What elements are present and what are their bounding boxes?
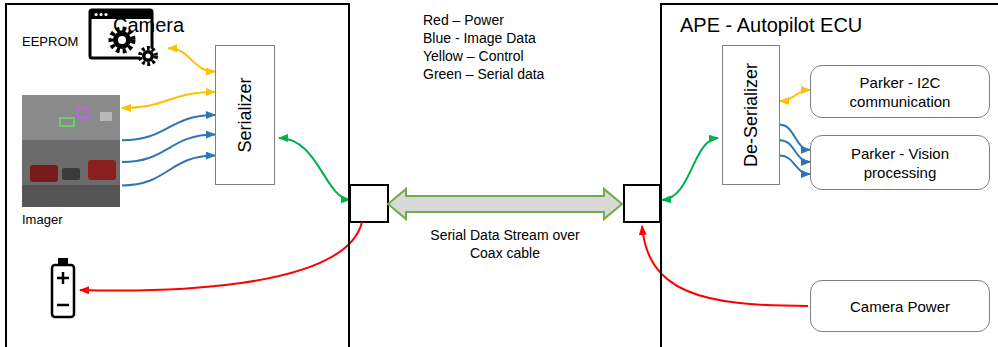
serializer-box: Serializer xyxy=(215,45,275,185)
power-wire xyxy=(80,222,362,291)
legend-entry: Red – Power xyxy=(423,11,544,29)
eeprom-part: EEPROM xyxy=(20,8,168,68)
part-label: EEPROM xyxy=(22,34,78,50)
legend-entry: Green – Serial data xyxy=(423,65,544,83)
deserializer-box: De-Serializer xyxy=(722,45,780,185)
control-arrow xyxy=(780,90,810,101)
coax-arrow xyxy=(388,189,622,219)
image-data-arrow xyxy=(122,156,215,186)
control-arrow xyxy=(122,92,215,108)
control-arrow xyxy=(168,48,215,71)
image-data-arrow xyxy=(780,125,810,150)
legend-entry: Blue - Image Data xyxy=(423,29,544,47)
serial-wire xyxy=(279,138,350,200)
edge-label: Serial Data Stream over Coax cable xyxy=(420,226,590,262)
process-box: Parker - Vision processing xyxy=(810,135,990,190)
box-label: Camera Power xyxy=(850,297,950,316)
serial-wire xyxy=(662,138,718,200)
power-wire xyxy=(642,226,808,306)
connector-port xyxy=(350,185,388,222)
image-data-arrow xyxy=(780,156,810,175)
box-label: De-Serializer xyxy=(740,63,762,167)
box-label: Parker - Vision processing xyxy=(821,144,979,182)
part-label: Imager xyxy=(22,212,62,228)
housing-title: APE - Autopilot ECU xyxy=(680,13,862,37)
imager-part: Imager xyxy=(20,95,122,232)
connector-port xyxy=(624,185,660,222)
battery-icon xyxy=(52,258,74,317)
housing-title: Camera xyxy=(113,13,184,37)
process-box: Parker - I2C communication xyxy=(810,65,990,118)
color-legend: Red – PowerBlue - Image DataYellow – Con… xyxy=(423,11,544,83)
imager-picture xyxy=(22,95,120,207)
image-data-arrow xyxy=(780,140,810,162)
device-housing: CameraEEPROM Imager Serializer xyxy=(5,3,350,347)
box-label: Serializer xyxy=(234,77,256,152)
box-label: Parker - I2C communication xyxy=(821,73,979,111)
image-data-arrow xyxy=(122,135,215,163)
ecu-housing: APE - Autopilot ECUDe-SerializerParker -… xyxy=(660,3,998,347)
legend-entry: Yellow – Control xyxy=(423,47,544,65)
power-box: Camera Power xyxy=(810,280,990,332)
